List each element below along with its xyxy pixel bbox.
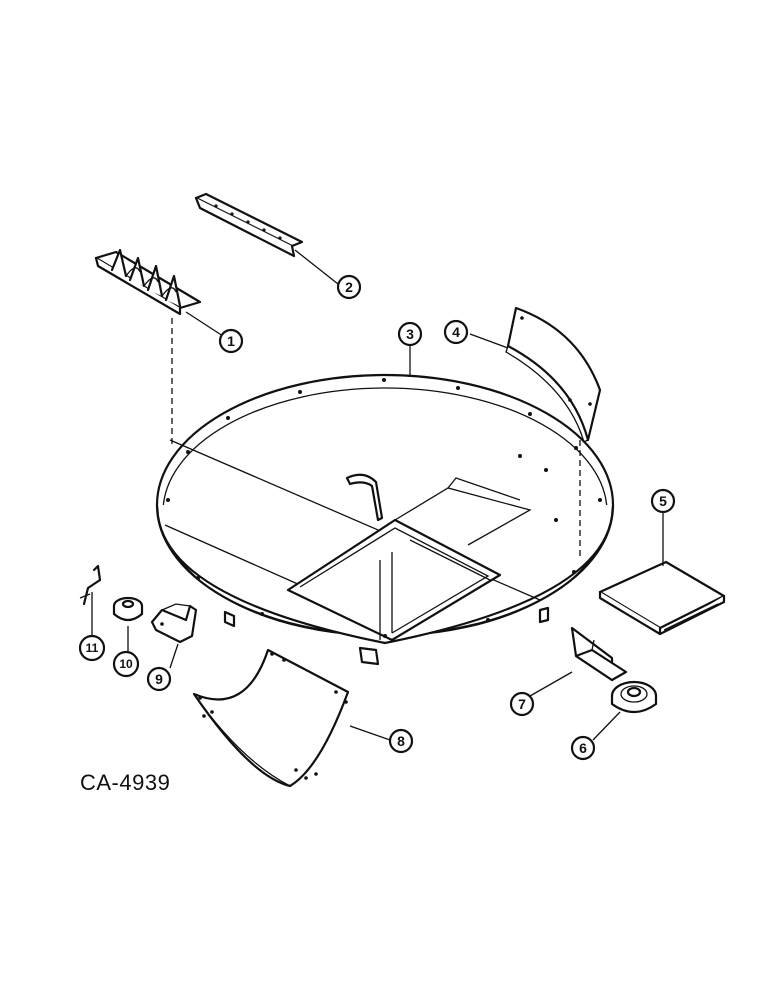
part-2-angle-strip [194, 192, 304, 258]
callout-3-label: 3 [406, 326, 414, 342]
callout-9: 9 [146, 666, 172, 692]
leader-lines [91, 249, 664, 741]
part-6-pulley [610, 680, 658, 714]
part-4-curved-guard [505, 306, 602, 443]
part-10-roller [112, 596, 144, 622]
part-11-spring-clip [79, 564, 102, 606]
callout-6-label: 6 [579, 740, 587, 756]
part-7-angle-bracket [570, 626, 628, 682]
callout-11: 11 [78, 634, 106, 662]
part-8-curved-shield [192, 648, 350, 788]
callout-2-label: 2 [345, 279, 353, 295]
callout-2: 2 [336, 274, 362, 300]
part-1-toothed-strip [94, 248, 202, 316]
callout-1-label: 1 [227, 333, 235, 349]
callout-7: 7 [509, 691, 535, 717]
part-5-flat-plate [598, 560, 726, 636]
callout-11-label: 11 [86, 641, 99, 655]
callout-7-label: 7 [518, 696, 526, 712]
callout-9-label: 9 [155, 671, 163, 687]
callout-8: 8 [388, 728, 414, 754]
callout-10-label: 10 [119, 657, 133, 671]
callout-1: 1 [218, 328, 244, 354]
callout-6: 6 [570, 735, 596, 761]
callout-4-label: 4 [452, 324, 460, 340]
part-3-turntable [155, 373, 615, 666]
callout-8-label: 8 [397, 733, 405, 749]
callout-3: 3 [397, 321, 423, 347]
callout-4: 4 [443, 319, 469, 345]
callout-5-label: 5 [659, 493, 667, 509]
callout-5: 5 [650, 488, 676, 514]
figure-code: CA-4939 [80, 770, 171, 795]
callout-10: 10 [112, 650, 140, 678]
part-9-small-bracket [150, 603, 198, 644]
